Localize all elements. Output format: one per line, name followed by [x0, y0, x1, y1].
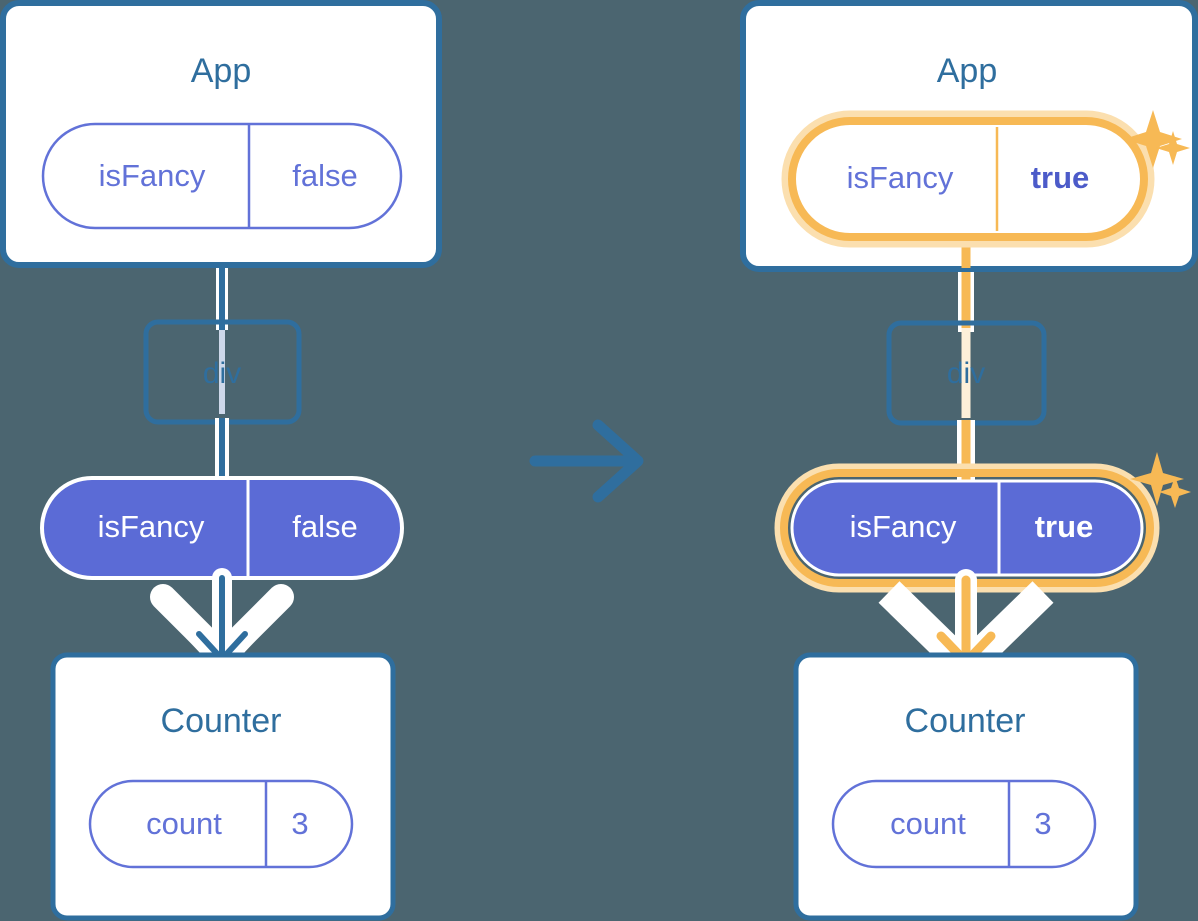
- div-box-label-before: div: [203, 357, 241, 390]
- sparkle-icon-prop-large: [1130, 452, 1184, 506]
- div-box-label-after: div: [947, 357, 985, 390]
- counter-state-pill-after[interactable]: count 3: [831, 779, 1097, 869]
- counter-pill-key-before: count: [146, 806, 222, 841]
- panel-before: App isFancy false div: [0, 0, 442, 921]
- pill-key-after: isFancy: [847, 160, 954, 195]
- prop-pill-key-before: isFancy: [98, 509, 205, 544]
- pill-value-after: true: [1031, 160, 1090, 195]
- counter-pill-key-after: count: [890, 806, 966, 841]
- app-box-title-before: App: [191, 52, 252, 90]
- sparkle-icon-prop-small: [1159, 476, 1191, 508]
- counter-pill-outline-after: [831, 779, 1097, 869]
- counter-state-pill-before[interactable]: count 3: [88, 779, 354, 869]
- counter-box-frame-after: [793, 652, 1139, 921]
- counter-box-after[interactable]: Counter: [793, 652, 1139, 921]
- counter-box-before[interactable]: Counter: [50, 652, 396, 921]
- app-box-before[interactable]: App: [0, 0, 442, 268]
- prop-pill-value-after: true: [1035, 509, 1094, 544]
- app-box-frame-before: [0, 0, 442, 268]
- prop-pill-key-after: isFancy: [850, 509, 957, 544]
- counter-pill-value-before: 3: [291, 806, 308, 841]
- counter-box-frame-before: [50, 652, 396, 921]
- counter-box-title-before: Counter: [161, 702, 282, 740]
- transition-arrow-icon: [529, 419, 644, 503]
- counter-box-title-after: Counter: [905, 702, 1026, 740]
- div-box-before[interactable]: div: [143, 319, 302, 425]
- prop-pill-after[interactable]: isFancy true: [774, 463, 1160, 593]
- prop-pill-value-before: false: [292, 509, 357, 544]
- app-state-pill-after[interactable]: isFancy true: [781, 110, 1155, 248]
- counter-pill-value-after: 3: [1034, 806, 1051, 841]
- sparkle-icon-app-large: [1124, 110, 1182, 168]
- prop-pill-before[interactable]: isFancy false: [40, 476, 404, 580]
- pill-outline-before: [41, 122, 403, 230]
- pill-value-before: false: [292, 158, 357, 193]
- app-box-title-after: App: [937, 52, 998, 90]
- counter-pill-outline-before: [88, 779, 354, 869]
- pill-ring-after: [788, 117, 1148, 241]
- sparkle-icon-app-small: [1156, 131, 1190, 165]
- app-state-pill-before[interactable]: isFancy false: [41, 122, 403, 230]
- pill-key-before: isFancy: [99, 158, 206, 193]
- panel-after: App isFancy true: [740, 0, 1198, 921]
